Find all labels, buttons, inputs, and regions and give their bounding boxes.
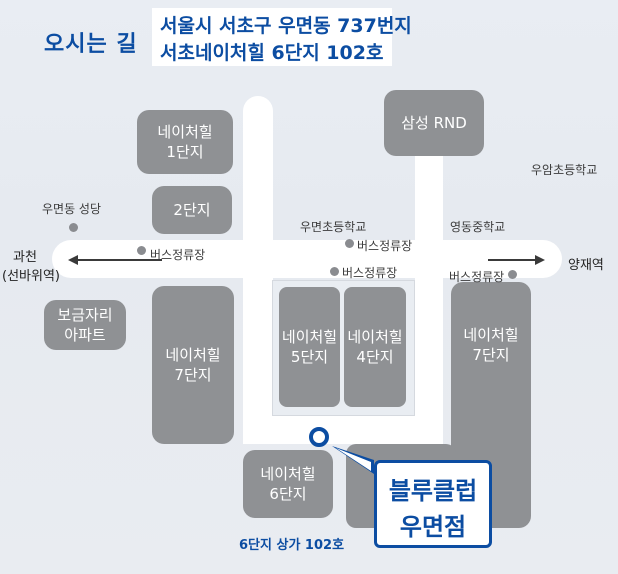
block-naturehill-2: 2단지 (152, 186, 232, 234)
block-naturehill-5: 네이처힐 5단지 (279, 287, 340, 407)
label-bus-stop-2: 버스정류장 (357, 239, 413, 253)
bus-stop-dot-4 (508, 270, 517, 279)
store-pointer-icon (309, 427, 374, 474)
block-naturehill-4: 네이처힐 4단지 (344, 287, 406, 407)
label-umyeon-elementary: 우면초등학교 (300, 220, 367, 234)
label-uam-elementary: 우암초등학교 (531, 163, 598, 177)
page-title: 오시는 길 (44, 32, 138, 57)
address-line-1: 서울시 서초구 우면동 737번지 (160, 15, 412, 37)
arrow-right-icon (488, 255, 545, 265)
label-seonbawi: (선바위역) (2, 269, 60, 284)
label-bus-stop-3: 버스정류장 (342, 266, 398, 280)
bus-stop-dot-1 (137, 246, 146, 255)
block-naturehill-7-left: 네이처힐 7단지 (152, 286, 234, 444)
church-dot (69, 223, 78, 232)
road-bottom-loop (243, 416, 443, 444)
label-store-address: 6단지 상가 102호 (239, 538, 345, 553)
address-line-2: 서초네이처힐 6단지 102호 (160, 42, 384, 64)
bus-stop-dot-3 (330, 267, 339, 276)
block-samsung-rnd: 삼성 RND (384, 90, 484, 156)
road-right-vertical (415, 150, 443, 444)
label-bus-stop-1: 버스정류장 (150, 248, 206, 262)
bus-stop-dot-2 (345, 239, 354, 248)
label-umyeondong-church: 우면동 성당 (42, 202, 102, 216)
block-bogeumjari: 보금자리 아파트 (44, 300, 126, 350)
block-naturehill-6: 네이처힐 6단지 (243, 450, 333, 518)
store-callout: 블루클럽 우면점 (374, 460, 492, 548)
address-box (152, 8, 392, 66)
block-naturehill-1: 네이처힐 1단지 (137, 110, 233, 174)
label-gwacheon: 과천 (13, 250, 37, 265)
store-name-line-1: 블루클럽 (388, 477, 478, 505)
label-yeongdong-middle: 영동중학교 (450, 220, 506, 234)
label-yangjae: 양재역 (568, 258, 604, 273)
arrow-left-icon (68, 255, 162, 265)
store-name-line-2: 우면점 (399, 513, 467, 541)
label-bus-stop-4: 버스정류장 (449, 270, 505, 284)
